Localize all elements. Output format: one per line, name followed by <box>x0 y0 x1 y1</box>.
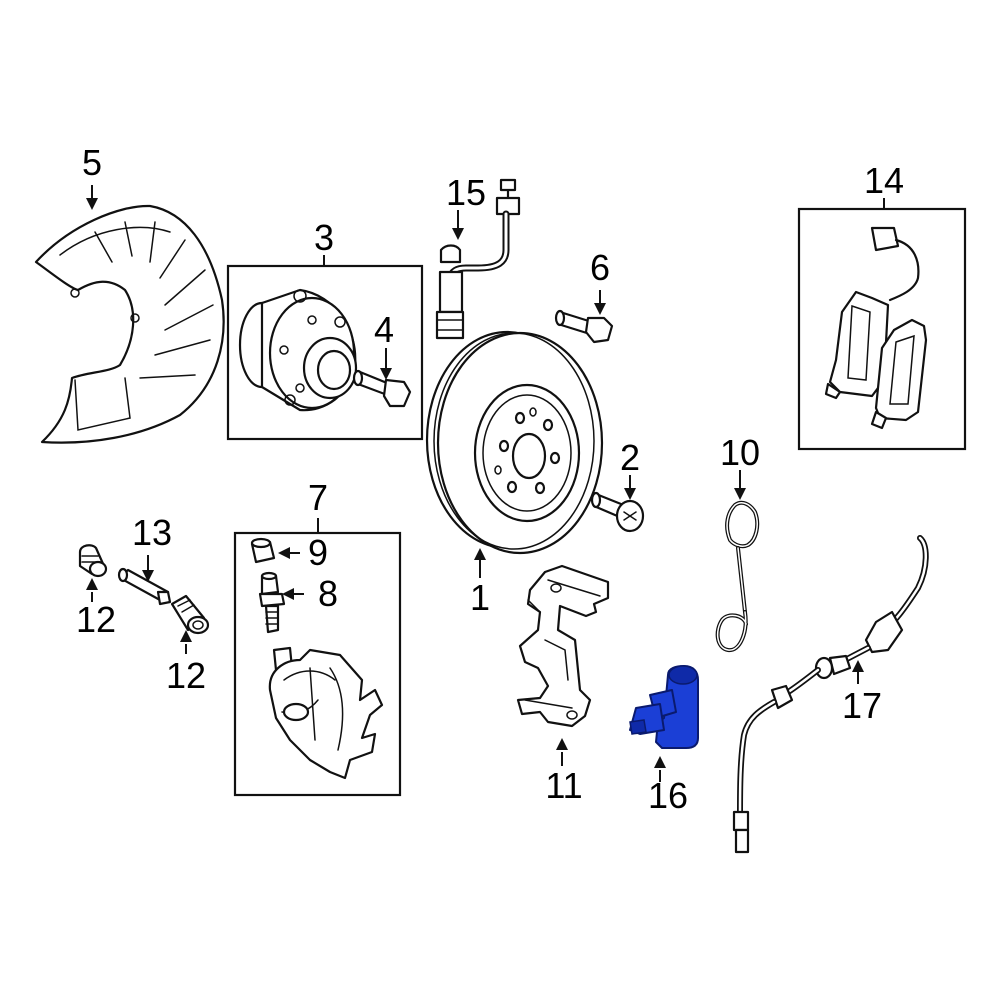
part-11-caliper-bracket[interactable] <box>516 564 610 728</box>
callout-13: 13 <box>132 512 172 553</box>
part-16-abs-wheel-speed-sensor[interactable] <box>629 665 699 749</box>
callout-5: 5 <box>82 142 102 183</box>
callout-4: 4 <box>374 309 394 350</box>
callout-9: 9 <box>308 532 328 573</box>
part-7-brake-caliper[interactable] <box>268 646 384 780</box>
part-4-hub-bolt[interactable] <box>352 369 412 408</box>
part-5-splash-shield[interactable] <box>34 204 225 444</box>
callout-8: 8 <box>318 573 338 614</box>
callout-16: 16 <box>648 775 688 816</box>
callout-6: 6 <box>590 247 610 288</box>
callout-10: 10 <box>720 432 760 473</box>
part-17-abs-sensor-wire[interactable] <box>732 535 929 854</box>
callout-17: 17 <box>842 685 882 726</box>
part-15-brake-hose[interactable] <box>435 178 521 340</box>
callout-12-upper: 12 <box>76 599 116 640</box>
part-10-anti-rattle-clip[interactable] <box>715 500 760 653</box>
callout-2: 2 <box>620 437 640 478</box>
part-9-bleeder-cap[interactable] <box>250 537 276 564</box>
callout-12-lower: 12 <box>166 655 206 696</box>
callout-15: 15 <box>446 172 486 213</box>
part-14-box <box>797 207 967 451</box>
callout-1: 1 <box>470 577 490 618</box>
part-2-rotor-screw[interactable] <box>590 491 645 533</box>
part-13-guide-pin[interactable] <box>117 567 172 606</box>
callout-11: 11 <box>545 765 582 806</box>
part-14-brake-pads[interactable] <box>824 226 928 430</box>
callout-7: 7 <box>308 477 328 518</box>
callout-3: 3 <box>314 217 334 258</box>
part-6-bolt[interactable] <box>554 309 614 344</box>
callout-14: 14 <box>864 160 904 201</box>
part-12-guide-bushing-lower[interactable] <box>170 594 210 635</box>
part-8-bleeder-screw[interactable] <box>258 571 286 634</box>
part-3-wheel-hub[interactable] <box>238 288 358 412</box>
part-12-guide-cap-upper[interactable] <box>78 544 108 578</box>
part-1-brake-rotor[interactable] <box>425 330 604 555</box>
